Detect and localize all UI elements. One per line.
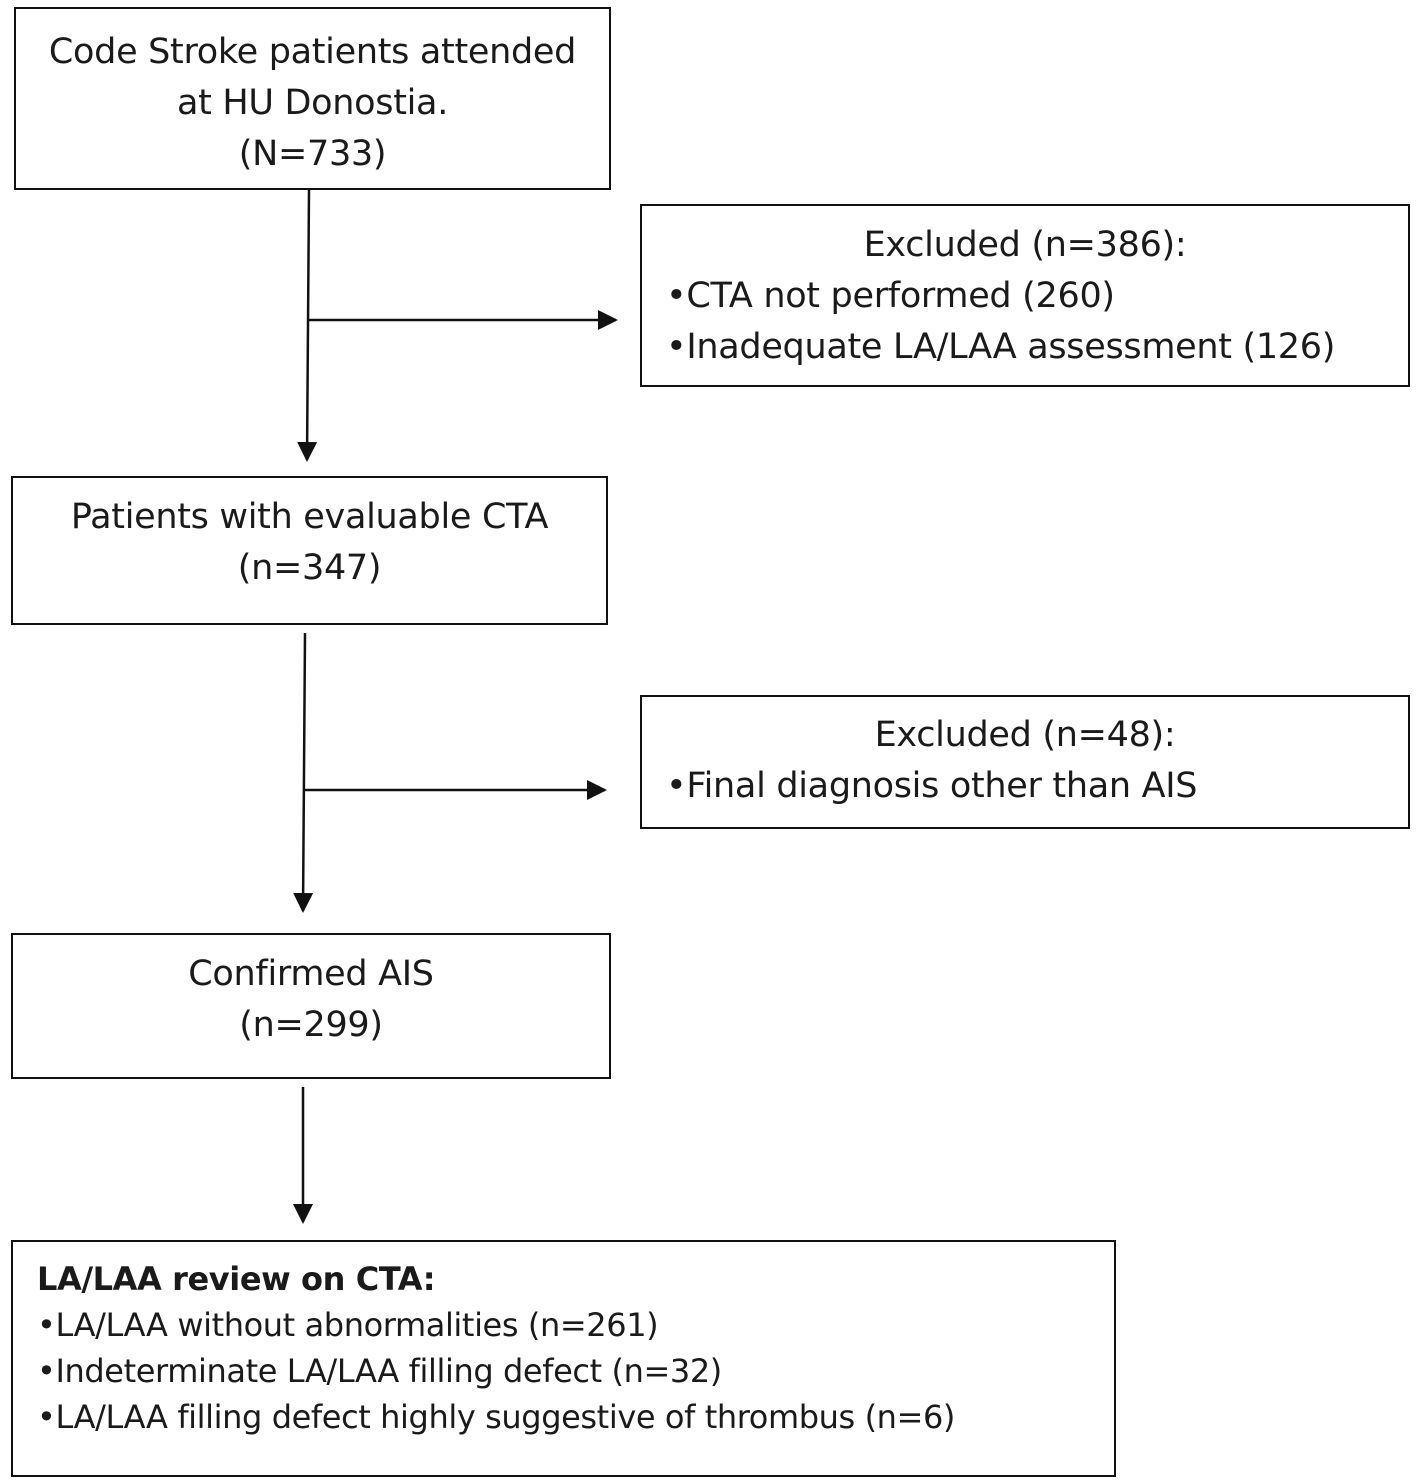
start-box: Code Stroke patients attended at HU Dono… bbox=[14, 7, 611, 190]
confirmed-count: (n=299) bbox=[239, 1005, 383, 1045]
exclusion-1-item: •CTA not performed (260) bbox=[666, 276, 1115, 316]
start-line-1: Code Stroke patients attended bbox=[48, 32, 577, 72]
start-count: (N=733) bbox=[238, 134, 387, 174]
start-line-2: at HU Donostia. bbox=[176, 83, 449, 123]
evaluable-count: (n=347) bbox=[237, 548, 382, 588]
arrow-start-to-evaluable bbox=[297, 189, 318, 462]
exclusion-1-title: Excluded (n=386): bbox=[863, 225, 1187, 265]
confirmed-label: Confirmed AIS bbox=[188, 954, 434, 994]
review-box: LA/LAA review on CTA: •LA/LAA without ab… bbox=[11, 1240, 1116, 1477]
confirmed-box: Confirmed AIS (n=299) bbox=[11, 933, 611, 1079]
review-title: LA/LAA review on CTA: bbox=[37, 1260, 436, 1298]
exclusion-2-title: Excluded (n=48): bbox=[874, 715, 1176, 755]
exclusion-box-2: Excluded (n=48): •Final diagnosis other … bbox=[640, 695, 1410, 829]
exclusion-box-1: Excluded (n=386): •CTA not performed (26… bbox=[640, 204, 1410, 387]
exclusion-2-item: •Final diagnosis other than AIS bbox=[666, 766, 1198, 806]
review-item: •LA/LAA without abnormalities (n=261) bbox=[37, 1306, 659, 1344]
review-item: •LA/LAA filling defect highly suggestive… bbox=[37, 1398, 956, 1436]
arrow-evaluable-to-confirmed bbox=[293, 632, 314, 913]
exclusion-1-item: •Inadequate LA/LAA assessment (126) bbox=[666, 327, 1336, 367]
review-item: •Indeterminate LA/LAA filling defect (n=… bbox=[37, 1352, 722, 1390]
evaluable-box: Patients with evaluable CTA (n=347) bbox=[11, 476, 608, 625]
evaluable-label: Patients with evaluable CTA bbox=[70, 497, 549, 537]
